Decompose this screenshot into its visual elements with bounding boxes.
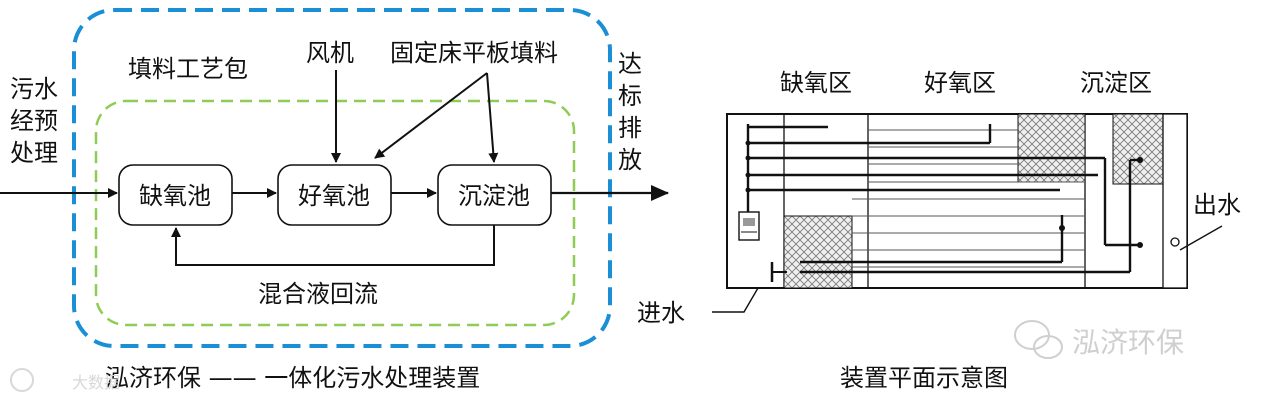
right-caption: 装置平面示意图 — [840, 364, 1008, 392]
watermark-brand: 泓济环保 — [1072, 326, 1184, 359]
zone-label-settling: 沉淀区 — [1080, 69, 1152, 97]
pump-icon — [738, 211, 760, 241]
wechat-watermark: 泓济环保 — [1014, 320, 1184, 359]
outflow-label-1: 达 — [618, 50, 642, 78]
outflow-label-4: 放 — [618, 146, 642, 174]
outlet-label: 出水 — [1193, 191, 1241, 219]
sedimentation-tank-label: 沉淀池 — [458, 182, 530, 210]
aerobic-tank: 好氧池 — [277, 164, 392, 226]
corner-watermark: 大数据 — [10, 368, 120, 392]
zone-label-aerobic: 好氧区 — [924, 69, 996, 97]
aerobic-tank-label: 好氧池 — [298, 182, 370, 210]
corner-logo-icon — [10, 368, 34, 392]
left-caption: 泓济环保 —— 一体化污水处理装置 — [105, 364, 480, 392]
left-process-flow: 填料工艺包 风机 固定床平板填料 污水 经预 处理 达 标 排 放 缺氧池 好氧… — [0, 8, 669, 348]
right-plan-view: 缺氧区 好氧区 沉淀区 — [637, 69, 1241, 327]
recycle-line — [171, 225, 495, 266]
inflow-label-3: 处理 — [10, 139, 58, 167]
inflow-label-2: 经预 — [10, 107, 58, 135]
inflow-label-1: 污水 — [10, 75, 58, 103]
inlet-label: 进水 — [637, 299, 685, 327]
sedimentation-tank: 沉淀池 — [437, 164, 552, 226]
wechat-icon — [1014, 320, 1063, 359]
outlet-icon — [1170, 237, 1180, 247]
media-label: 固定床平板填料 — [390, 39, 558, 67]
zone-label-anoxic: 缺氧区 — [780, 69, 852, 97]
anoxic-tank-label: 缺氧池 — [139, 182, 211, 210]
package-label: 填料工艺包 — [128, 55, 248, 83]
media-block-settling — [1112, 113, 1164, 185]
package-boundary — [72, 8, 612, 348]
media-arrow-2 — [486, 72, 499, 163]
media-block-aerobic — [1017, 113, 1086, 183]
media-arrow-1 — [374, 72, 488, 159]
recycle-label: 混合液回流 — [258, 280, 378, 308]
outflow-label-2: 标 — [618, 82, 642, 110]
anoxic-tank: 缺氧池 — [118, 164, 233, 226]
outflow-label-3: 排 — [618, 114, 642, 142]
corner-watermark-text: 大数据 — [72, 373, 120, 392]
media-block-anoxic — [783, 215, 853, 289]
blower-label: 风机 — [306, 39, 354, 67]
